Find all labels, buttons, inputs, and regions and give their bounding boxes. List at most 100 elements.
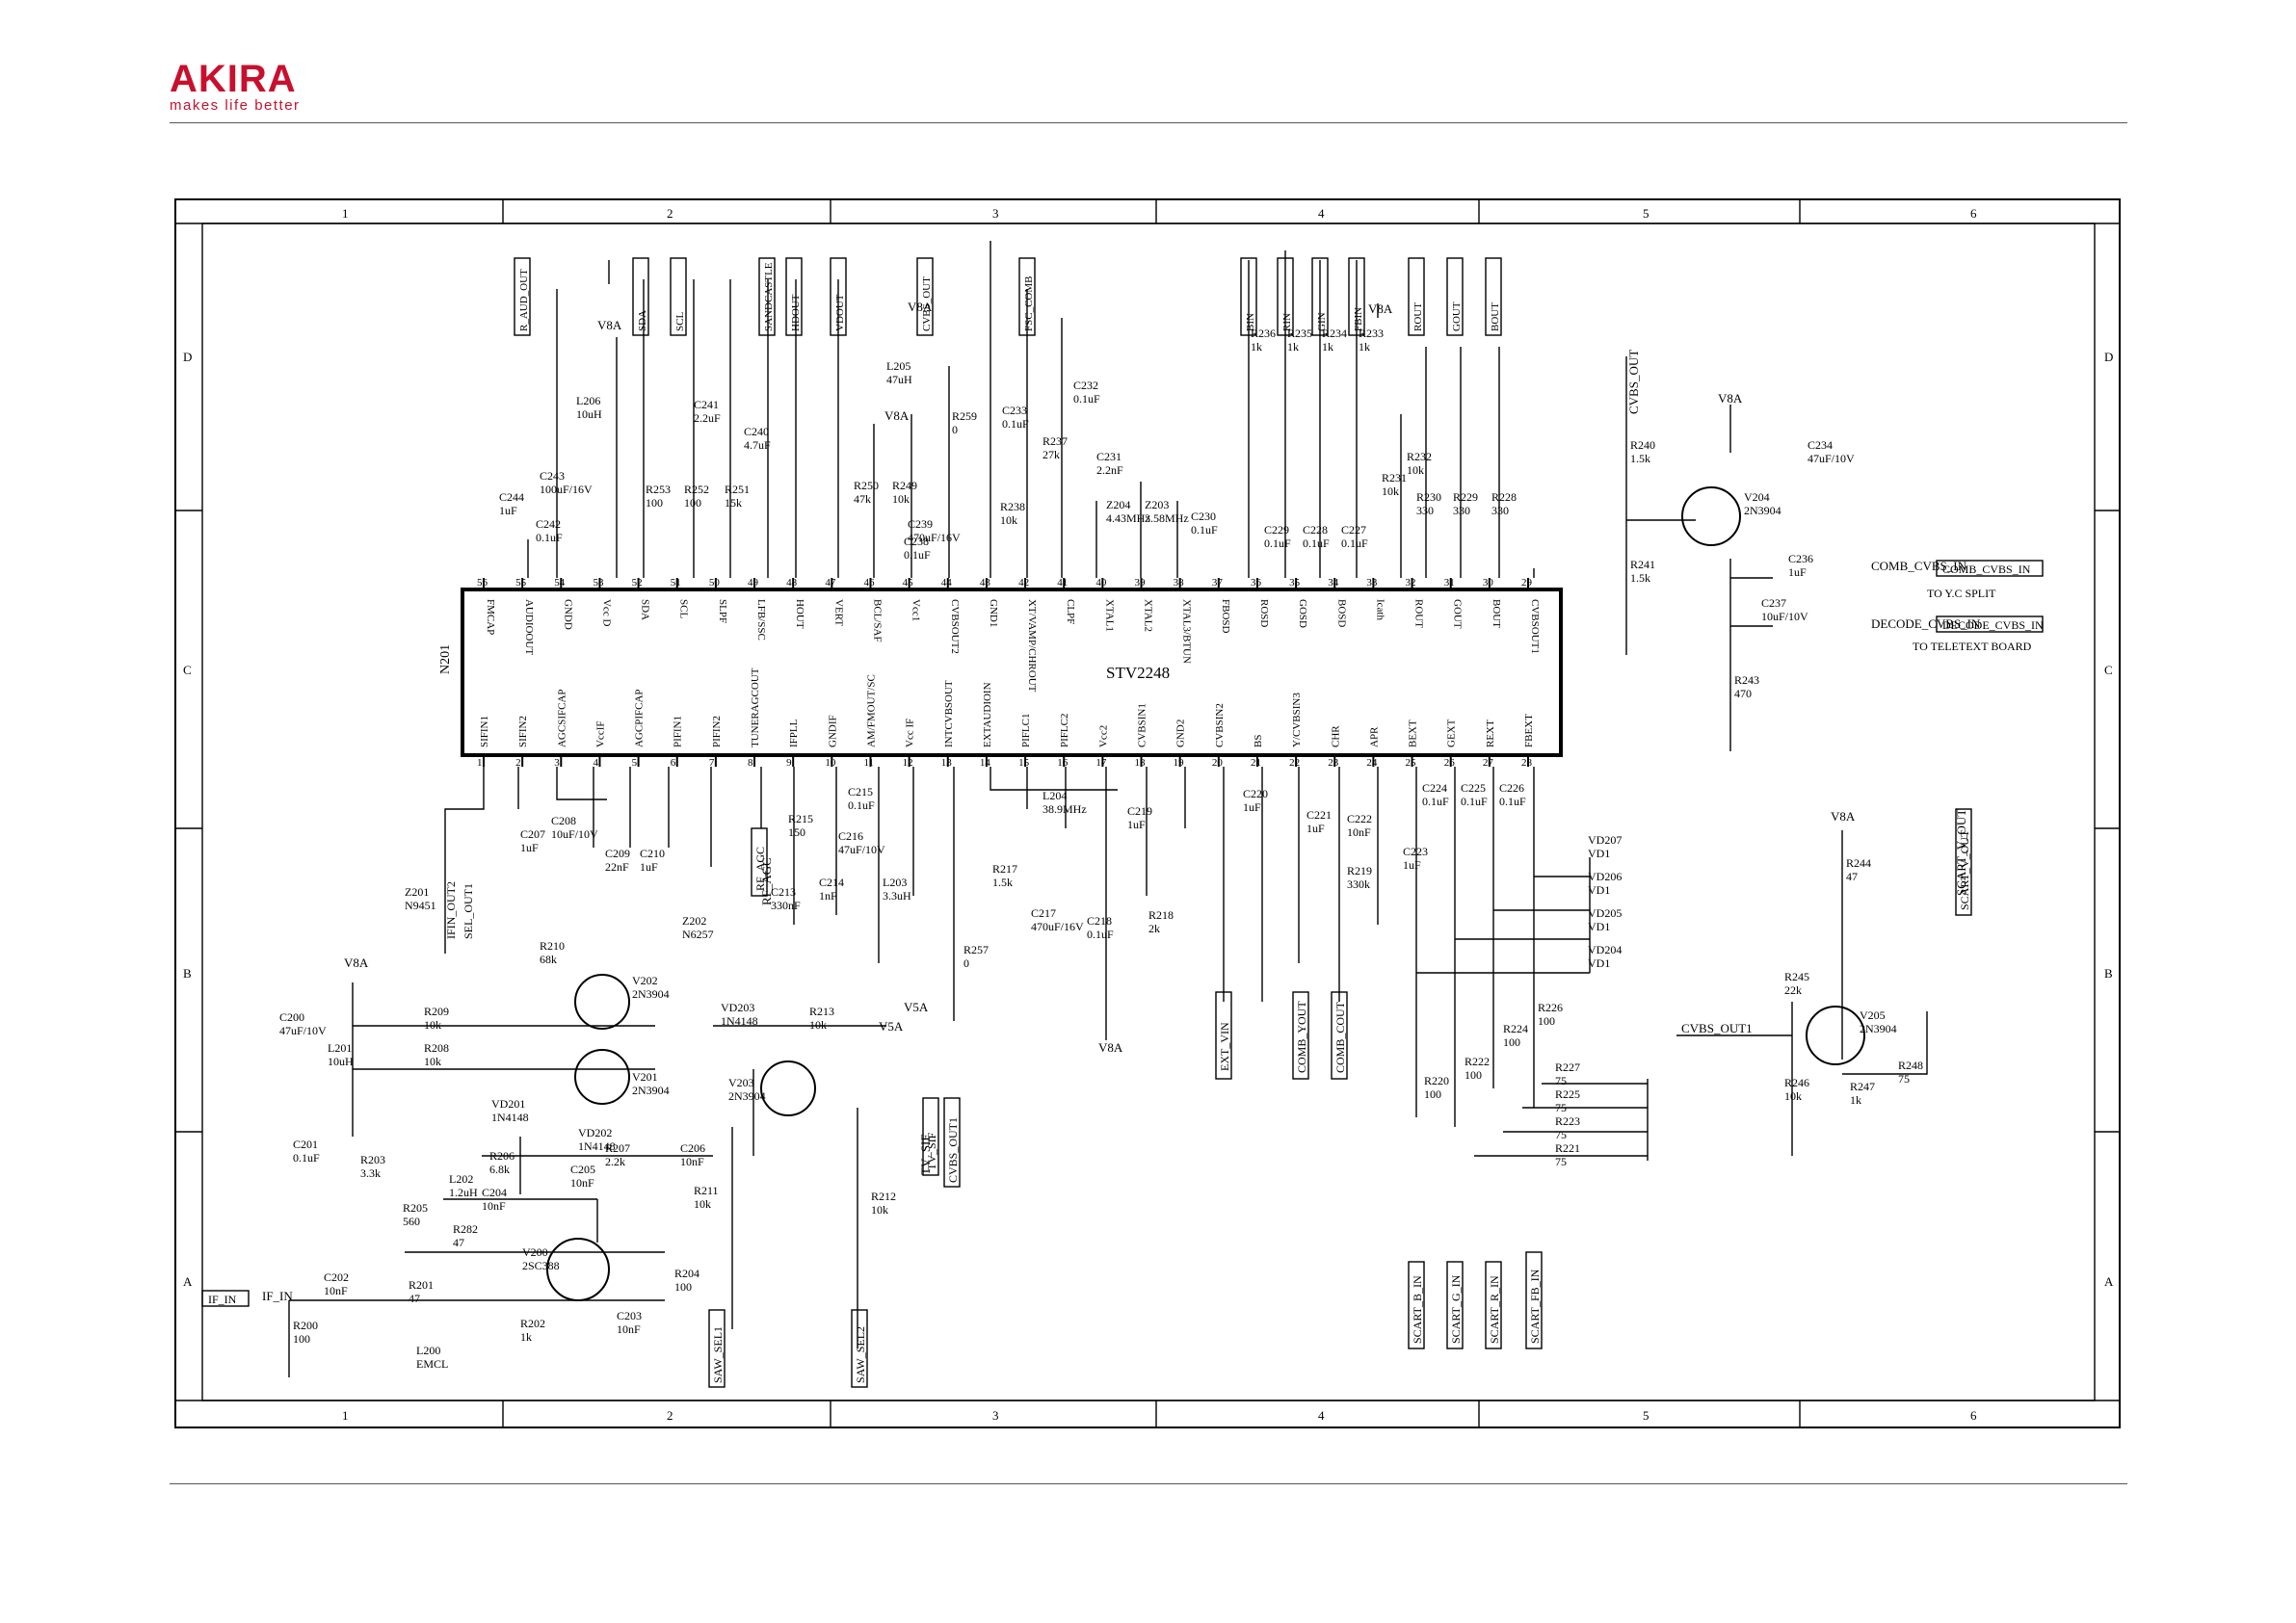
component-value: 2k: [1148, 922, 1160, 935]
pin-name-bottom: GNDIF: [827, 715, 838, 747]
component-value: 0.1uF: [1499, 795, 1526, 808]
port-ext-vin: EXT_VIN: [1215, 991, 1232, 1080]
components-right: R2401.5kR2411.5kC23447uF/10VC2361uFC2371…: [1424, 438, 1923, 1168]
pin-number-bottom: 2: [515, 757, 521, 769]
component-ref: R201: [409, 1278, 434, 1292]
component-ref: C237: [1761, 596, 1786, 610]
pin-name-bottom: PIFIN2: [711, 716, 723, 747]
component-ref: Z201: [405, 885, 429, 899]
component-ref: L204: [1042, 789, 1067, 802]
component-ref: C200: [279, 1010, 304, 1024]
pin-number-top: 52: [632, 577, 643, 589]
brand-name: AKIRA: [170, 58, 297, 100]
pin-number-top: 34: [1328, 577, 1339, 589]
pin-number-top: 55: [515, 577, 527, 589]
pin-name-bottom: PIFLC1: [1020, 714, 1032, 747]
component-value: 10k: [424, 1018, 441, 1032]
pin-number-top: 48: [786, 577, 798, 589]
port-scart-fb-in: SCART_FB_IN: [1525, 1251, 1543, 1349]
pin-number-top: 30: [1483, 577, 1494, 589]
pin-number-top: 46: [863, 577, 875, 589]
pin-number-bottom: 5: [632, 757, 638, 769]
component-ref: C233: [1002, 404, 1027, 417]
pin-name-bottom: PIFIN1: [673, 716, 684, 747]
port-saw-sel2: SAW_SEL2: [851, 1309, 868, 1388]
component-value: 75: [1555, 1074, 1567, 1087]
pin-number-bottom: 4: [593, 757, 598, 769]
net-if-in-wire: IF_IN: [262, 1289, 293, 1303]
component-ref: C238: [904, 535, 929, 548]
component-value: 0.1uF: [1087, 928, 1114, 941]
component-ref: R246: [1784, 1076, 1809, 1089]
pin-number-top: 56: [477, 577, 488, 589]
component-ref: R209: [424, 1005, 449, 1018]
component-value: 1uF: [520, 841, 539, 854]
net-port-box: [670, 257, 687, 336]
pin-name-top: BOUT: [1491, 599, 1502, 628]
component-value: 1uF: [1243, 800, 1261, 814]
component-ref: R248: [1898, 1059, 1923, 1072]
component-value: 22nF: [605, 860, 629, 874]
component-value: 4.7uF: [744, 438, 771, 452]
component-value: N9451: [405, 899, 436, 912]
component-ref: R212: [871, 1190, 896, 1203]
component-ref: C214: [819, 876, 844, 889]
component-value: 1uF: [1127, 818, 1146, 831]
component-value: 10nF: [570, 1176, 594, 1190]
component-value: 6.8k: [489, 1163, 510, 1176]
footer-rule: [170, 1483, 2127, 1484]
pin-number-top: 54: [554, 577, 566, 589]
pin-number-top: 42: [1018, 577, 1029, 589]
supply-v8a-5: V8A: [1718, 391, 1743, 406]
col-mark-top: 5: [1643, 206, 1649, 221]
component-value: 0: [963, 956, 969, 970]
port-comb-yout: COMB_YOUT: [1292, 991, 1309, 1080]
svg-text:RF_AGC: RF_AGC: [753, 847, 767, 891]
akira-logo: AKIRA makes life better: [170, 60, 301, 114]
component-ref: C234: [1808, 438, 1833, 452]
pin-number-top: 37: [1212, 577, 1224, 589]
component-value: 0.1uF: [1191, 523, 1218, 537]
pin-number-top: 40: [1095, 577, 1107, 589]
component-ref: C206: [680, 1141, 705, 1155]
pin-name-bottom: CHR: [1330, 725, 1341, 747]
net-port-label: BIN: [1245, 313, 1256, 331]
component-value: 0.1uF: [1461, 795, 1488, 808]
component-value: 1uF: [1403, 858, 1421, 872]
supply-v5a-1: V5A: [904, 1000, 929, 1014]
component-value: 100: [1503, 1035, 1520, 1049]
component-ref: R245: [1784, 970, 1809, 983]
pin-number-bottom: 17: [1095, 757, 1107, 769]
pin-number-bottom: 24: [1366, 757, 1378, 769]
component-ref: VD206: [1588, 870, 1622, 883]
component-value: 100: [1465, 1068, 1482, 1082]
component-value: 2N3904: [1860, 1022, 1897, 1035]
component-value: 100: [1424, 1087, 1441, 1101]
component-ref: R218: [1148, 908, 1174, 922]
net-tv-sif: TV_SIF: [918, 1134, 933, 1175]
pin-number-top: 32: [1406, 577, 1416, 589]
supply-v8a-2: V8A: [908, 300, 933, 314]
component-value: VD1: [1588, 920, 1610, 933]
net-port-label: BOUT: [1490, 302, 1501, 331]
row-mark-right: A: [2104, 1274, 2114, 1289]
component-ref: C219: [1127, 804, 1152, 818]
component-ref: C210: [640, 847, 665, 860]
net-sel-out1: SEL_OUT1: [462, 883, 475, 939]
component-ref: R259: [952, 409, 977, 423]
component-ref: V205: [1860, 1008, 1886, 1022]
svg-text:SCART_FB_IN: SCART_FB_IN: [1528, 1269, 1542, 1344]
pin-name-bottom: IFPLL: [788, 719, 800, 747]
component-ref: C225: [1461, 781, 1486, 795]
svg-text:IF_IN: IF_IN: [208, 1293, 237, 1306]
component-ref: R229: [1453, 490, 1478, 504]
component-ref: R253: [646, 483, 671, 496]
pin-name-bottom: VccIF: [594, 721, 606, 748]
component-value: 10nF: [1347, 825, 1371, 839]
pin-name-top: XTAL1: [1103, 599, 1115, 632]
pin-number-top: 49: [748, 577, 759, 589]
pin-name-bottom: REXT: [1485, 720, 1496, 747]
component-value: 0.1uF: [536, 531, 563, 544]
component-value: 100: [1538, 1014, 1555, 1028]
pin-name-top: GNDD: [562, 599, 573, 630]
